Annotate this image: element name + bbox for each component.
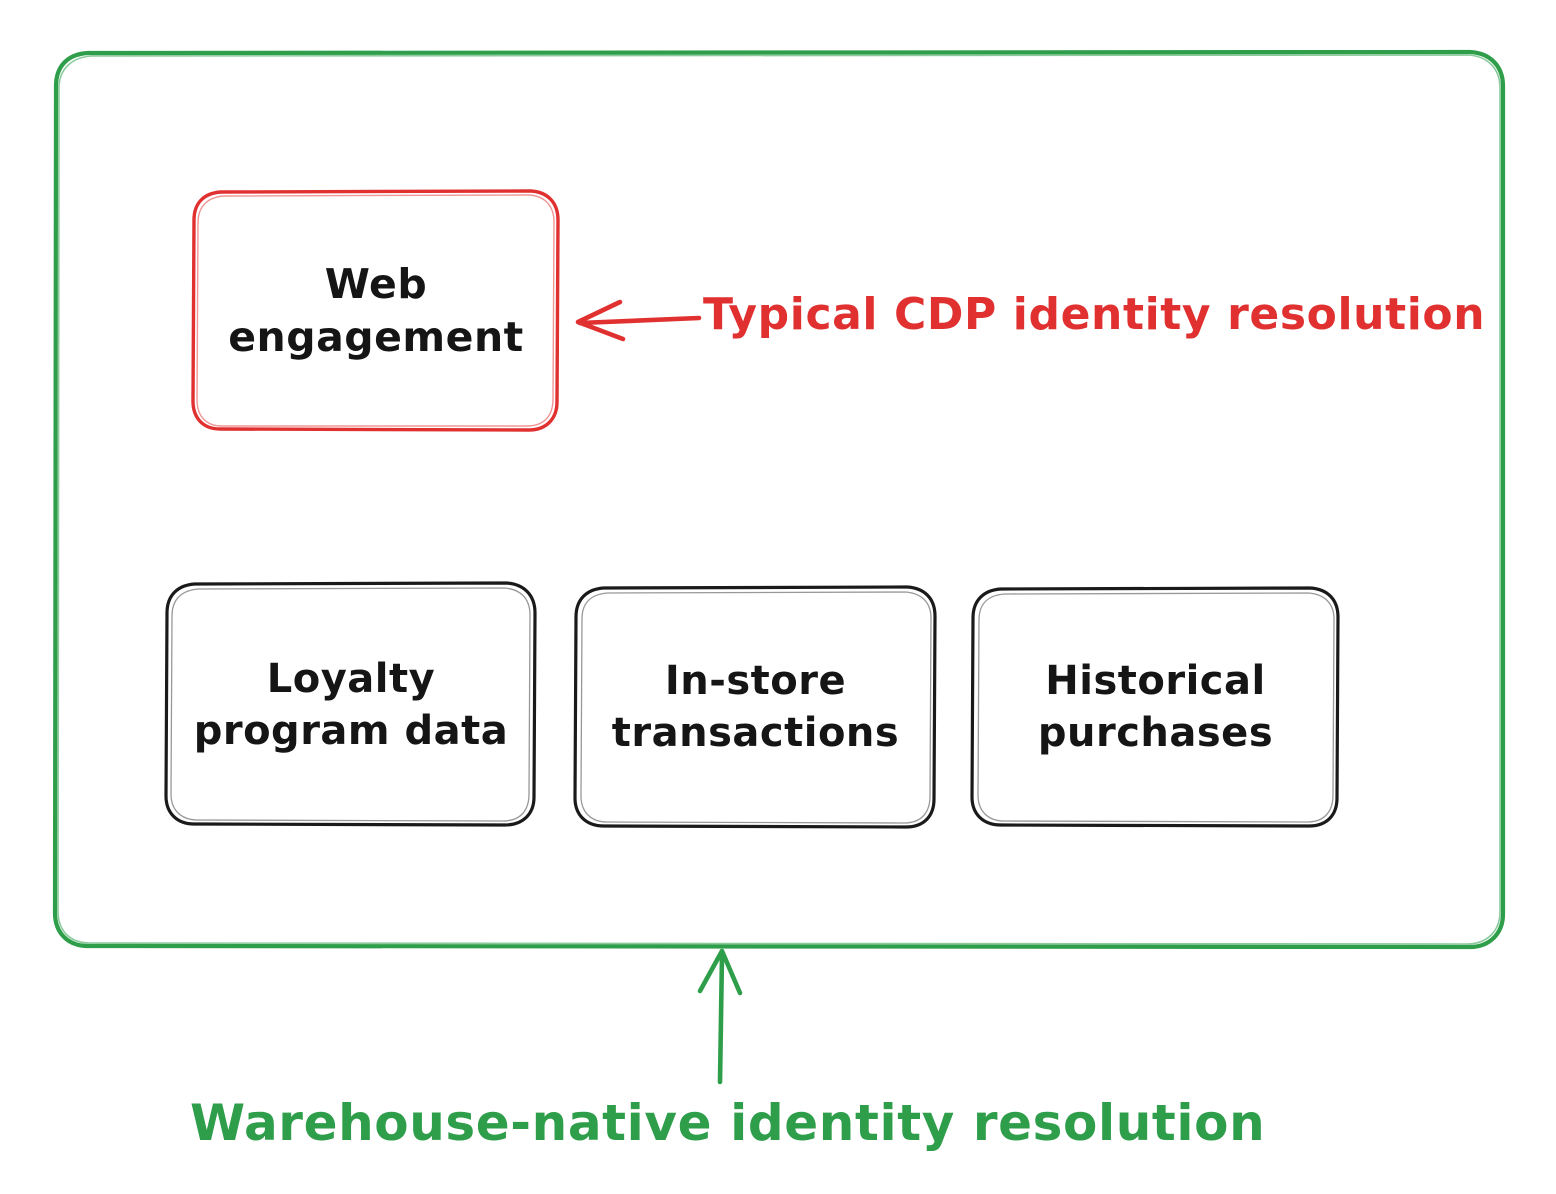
web-engagement-node-label: Web engagement (193, 191, 559, 431)
typical-cdp-annotation-text: Typical CDP identity resolution (703, 289, 1486, 340)
in-store-transactions-node-label: In-store transactions (575, 587, 936, 827)
loyalty-program-data-box-outline (164, 581, 537, 827)
historical-purchases-box-outline (970, 586, 1340, 828)
typical-cdp-arrow-icon (575, 299, 702, 342)
web-engagement-line-2: engagement (228, 313, 524, 361)
in-store-transactions-line-2: transactions (611, 710, 900, 756)
web-engagement-line-1: Web (324, 259, 428, 308)
web-engagement-box-outline (191, 189, 560, 432)
warehouse-native-annotation-text: Warehouse-native identity resolution (190, 1094, 1266, 1152)
loyalty-program-data-line-1: Loyalty (266, 655, 436, 702)
historical-purchases-line-1: Historical (1045, 658, 1266, 704)
historical-purchases-line-2: purchases (1037, 710, 1274, 756)
warehouse-native-arrow-icon (697, 948, 743, 1085)
historical-purchases-node-label: Historical purchases (972, 588, 1339, 826)
warehouse-native-container-outline (52, 49, 1506, 950)
in-store-transactions-box-outline (573, 585, 937, 829)
loyalty-program-data-line-2: program data (193, 707, 509, 754)
loyalty-program-data-node-label: Loyalty program data (166, 583, 536, 826)
in-store-transactions-line-1: In-store (664, 658, 847, 704)
